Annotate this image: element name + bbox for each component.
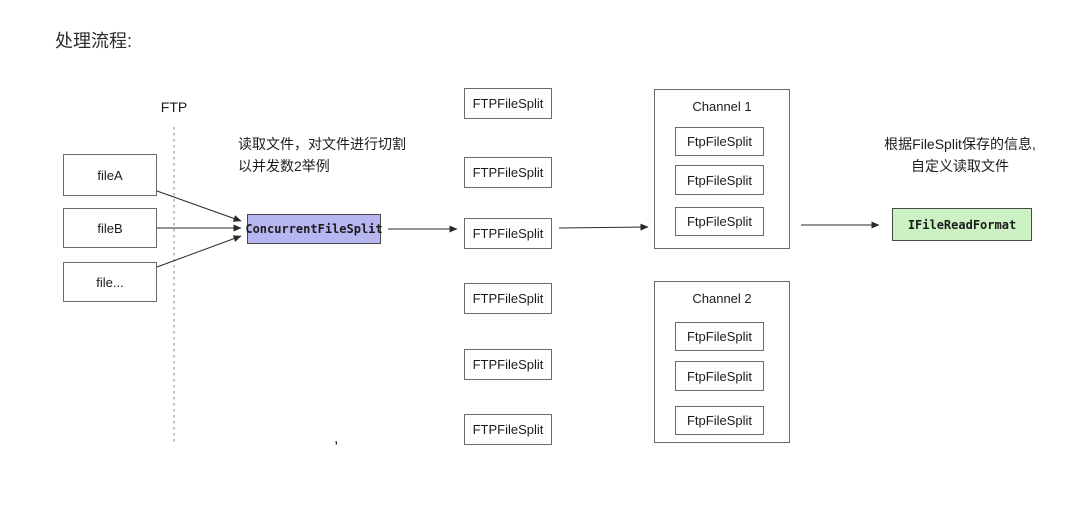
arrow-filesplit-to-channel1 [558, 223, 649, 231]
channel-2-container: Channel 2 FtpFileSplit FtpFileSplit FtpF… [654, 281, 790, 443]
split-note-line2: 以并发数2举例 [238, 158, 330, 174]
filesplit-box-1: FTPFileSplit [464, 88, 552, 119]
split-note: 读取文件，对文件进行切割 以并发数2举例 [238, 133, 428, 177]
read-note-line2: 自定义读取文件 [911, 158, 1009, 174]
channel-2-item-1: FtpFileSplit [675, 322, 764, 351]
read-note-line1: 根据FileSplit保存的信息, [884, 136, 1036, 152]
channel-1-item-1: FtpFileSplit [675, 127, 764, 156]
channel-1-item-3: FtpFileSplit [675, 207, 764, 236]
filesplit-box-6: FTPFileSplit [464, 414, 552, 445]
source-file-box-b: fileB [63, 208, 157, 248]
split-note-line1: 读取文件，对文件进行切割 [238, 136, 406, 152]
arrow-filedots-to-split [156, 235, 242, 268]
arrow-filea-to-split [156, 190, 242, 222]
channel-1-title: Channel 1 [692, 99, 752, 114]
filesplit-box-5: FTPFileSplit [464, 349, 552, 380]
ftp-label: FTP [160, 99, 188, 115]
read-note: 根据FileSplit保存的信息, 自定义读取文件 [855, 133, 1065, 177]
reader-box: IFileReadFormat [892, 208, 1032, 241]
source-file-box-a: fileA [63, 154, 157, 196]
stray-mark: , [334, 430, 339, 447]
filesplit-box-2: FTPFileSplit [464, 157, 552, 188]
channel-1-item-2: FtpFileSplit [675, 165, 764, 195]
concurrent-split-box: ConcurrentFileSplit [245, 214, 383, 244]
source-file-box-dots: file... [63, 262, 157, 302]
filesplit-box-4: FTPFileSplit [464, 283, 552, 314]
filesplit-box-3: FTPFileSplit [464, 218, 552, 249]
page-title: 处理流程: [55, 31, 133, 51]
channel-2-item-2: FtpFileSplit [675, 361, 764, 391]
channel-1-container: Channel 1 FtpFileSplit FtpFileSplit FtpF… [654, 89, 790, 249]
channel-2-item-3: FtpFileSplit [675, 406, 764, 435]
channel-2-title: Channel 2 [692, 291, 752, 306]
